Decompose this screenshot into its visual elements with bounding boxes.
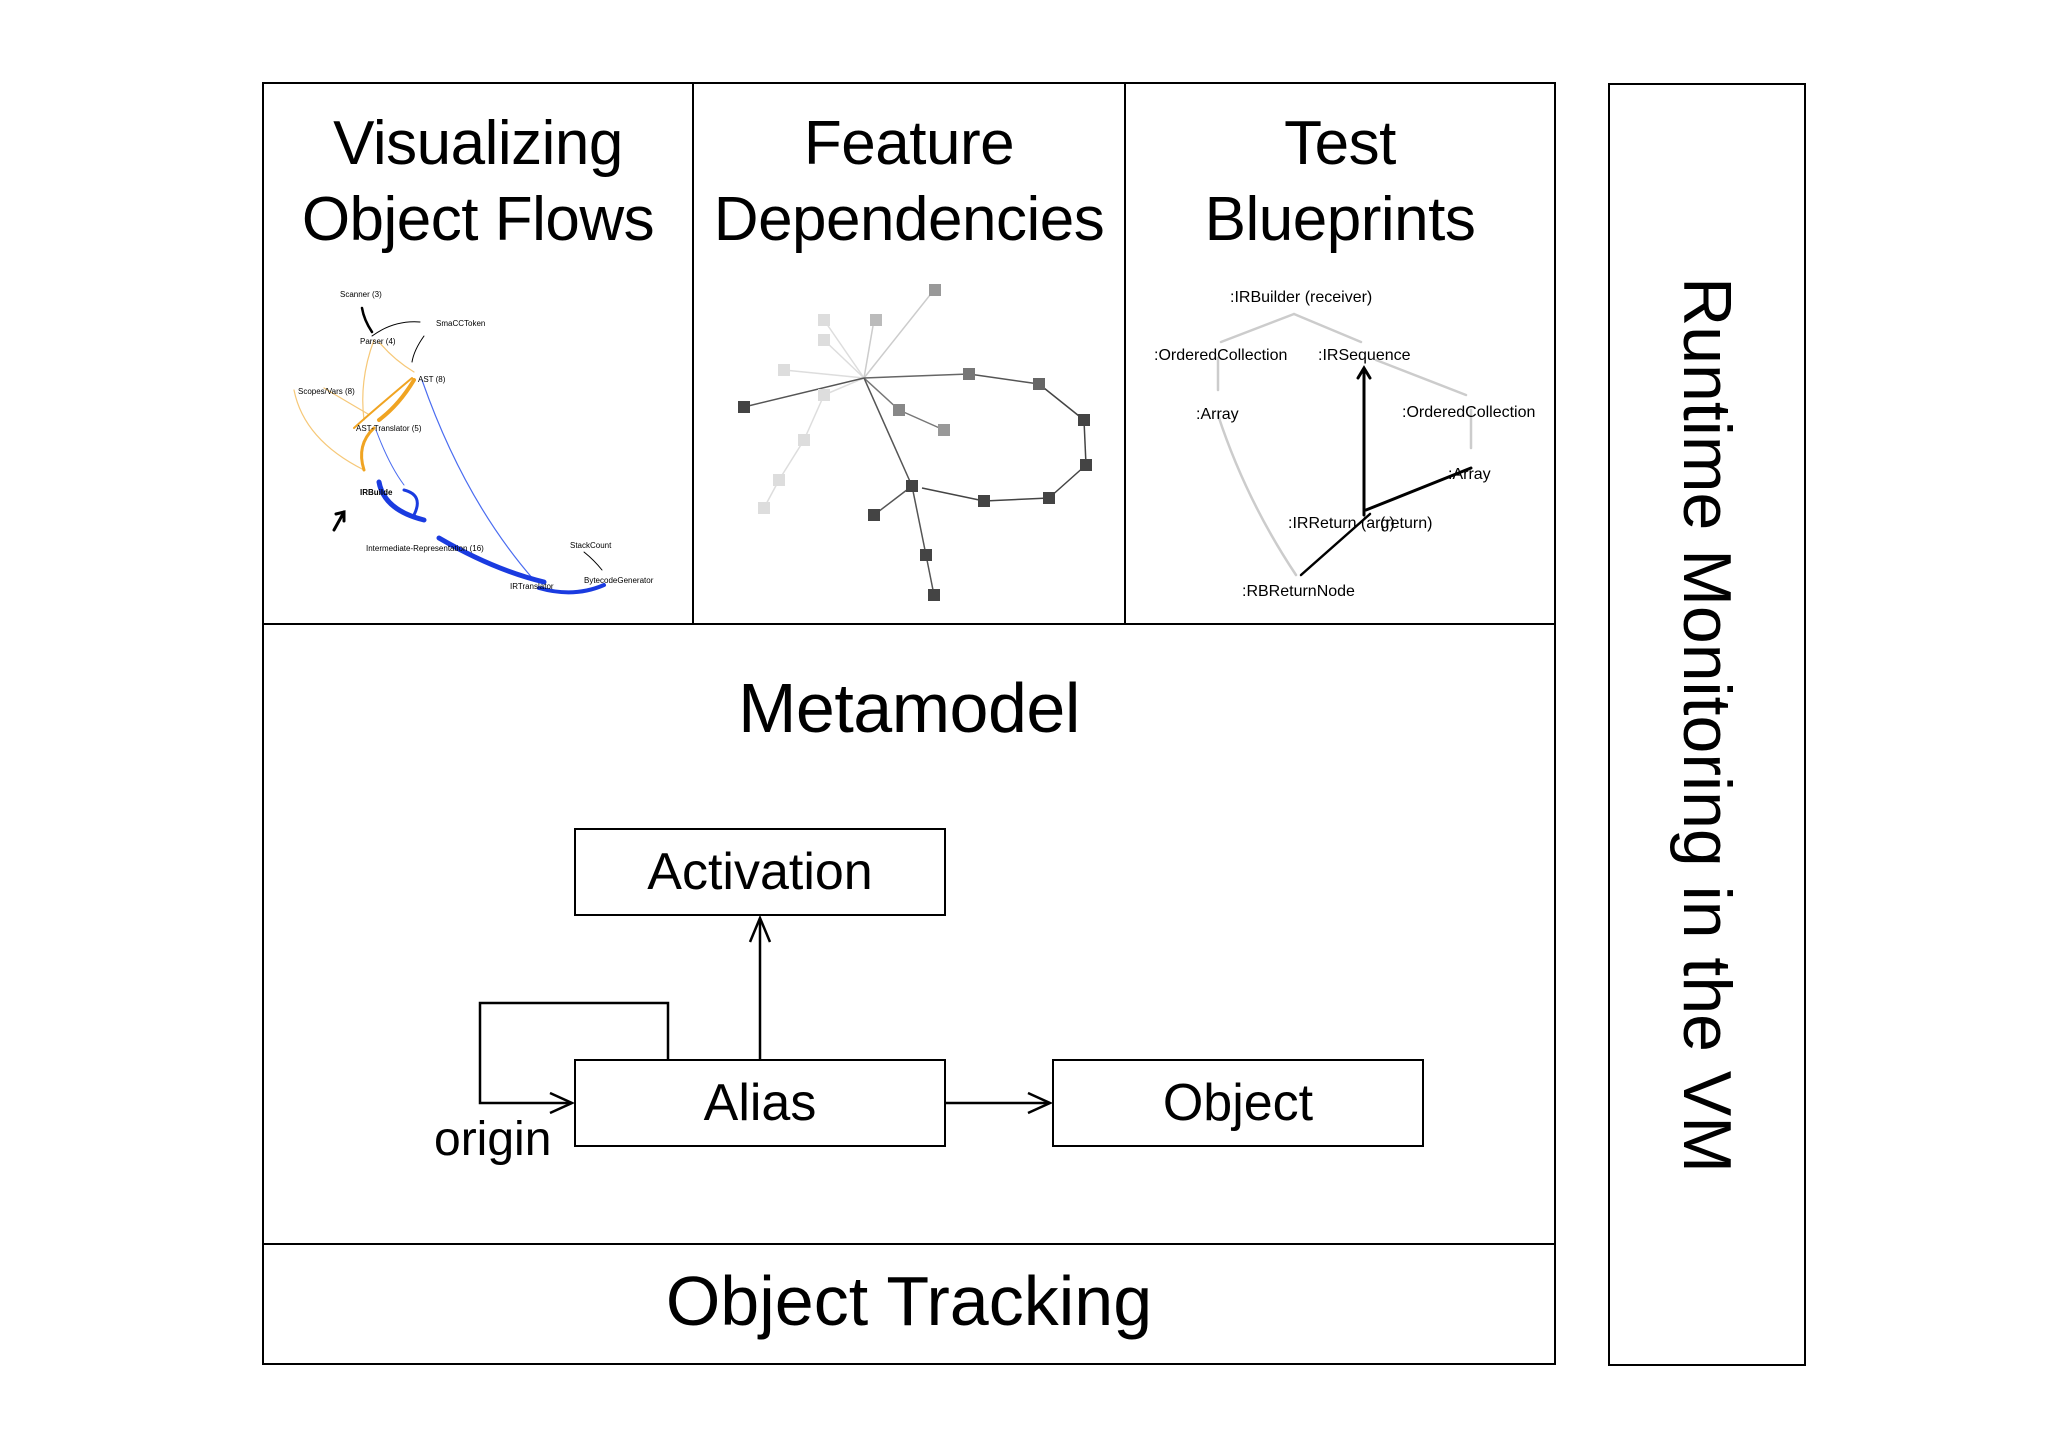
object-tracking-label: Object Tracking — [665, 1262, 1153, 1340]
feature-dependencies-title-line2: Dependencies — [713, 185, 1105, 254]
activation-class-name: Activation — [647, 843, 873, 901]
feature-dependencies-graph — [738, 284, 1092, 601]
runtime-monitoring-label: Runtime Monitoring in the VM — [1669, 276, 1745, 1173]
flow-label-smacctoken: SmaCCToken — [436, 319, 485, 328]
blueprint-label-array-2: :Array — [1448, 466, 1491, 483]
flow-label-irbuilder: IRBuilde — [360, 488, 393, 497]
object-tracking-panel — [262, 1243, 1556, 1365]
feature-dependencies-title-line1: Feature — [803, 109, 1015, 178]
flow-label-ast-translator: AST-Translator (5) — [356, 424, 422, 433]
alias-class-name: Alias — [703, 1074, 817, 1132]
flow-label-irtranslator: IRTranslator — [510, 582, 554, 591]
test-blueprints-graph: :IRBuilder (receiver) :OrderedCollection… — [1154, 289, 1535, 600]
flow-label-scanner: Scanner (3) — [340, 290, 382, 299]
runtime-monitoring-panel: Runtime Monitoring in the VM — [1608, 83, 1806, 1366]
blueprint-label-return: (return) — [1380, 515, 1432, 532]
blueprint-label-orderedcollection-1: :OrderedCollection — [1154, 347, 1287, 364]
blueprint-label-irsequence: :IRSequence — [1318, 347, 1411, 364]
flow-label-ast: AST (8) — [418, 375, 446, 384]
object-flows-title-line2: Object Flows — [301, 185, 655, 254]
blueprint-label-irbuilder: :IRBuilder (receiver) — [1230, 289, 1372, 306]
object-flows-title: Visualizing Object Flows — [262, 106, 694, 258]
feature-dependencies-title: Feature Dependencies — [692, 106, 1126, 258]
object-class-name: Object — [1162, 1074, 1314, 1132]
flow-label-parser: Parser (4) — [360, 337, 396, 346]
test-blueprints-title: Test Blueprints — [1124, 106, 1556, 258]
blueprint-label-irreturn: :IRReturn (arg) — [1288, 515, 1395, 532]
object-flows-title-line1: Visualizing — [333, 109, 623, 178]
test-blueprints-title-line2: Blueprints — [1204, 185, 1476, 254]
object-flows-graph: Scanner (3) SmaCCToken Parser (4) AST (8… — [293, 290, 654, 595]
metamodel-title: Metamodel — [738, 669, 1080, 747]
blueprint-label-array-1: :Array — [1196, 406, 1239, 423]
alias-class: Alias — [574, 1059, 946, 1147]
flow-label-intermediate-representation: Intermediate-Representation (16) — [366, 544, 484, 553]
blueprint-label-orderedcollection-2: :OrderedCollection — [1402, 404, 1535, 421]
flow-label-scopes-vars: Scopes/Vars (8) — [298, 387, 355, 396]
blueprint-label-rbreturnnode: :RBReturnNode — [1242, 583, 1355, 600]
origin-label: origin — [434, 1113, 552, 1166]
flow-label-stackcount: StackCount — [570, 541, 612, 550]
flow-label-bytecodegenerator: BytecodeGenerator — [584, 576, 654, 585]
test-blueprints-title-line1: Test — [1284, 109, 1396, 178]
